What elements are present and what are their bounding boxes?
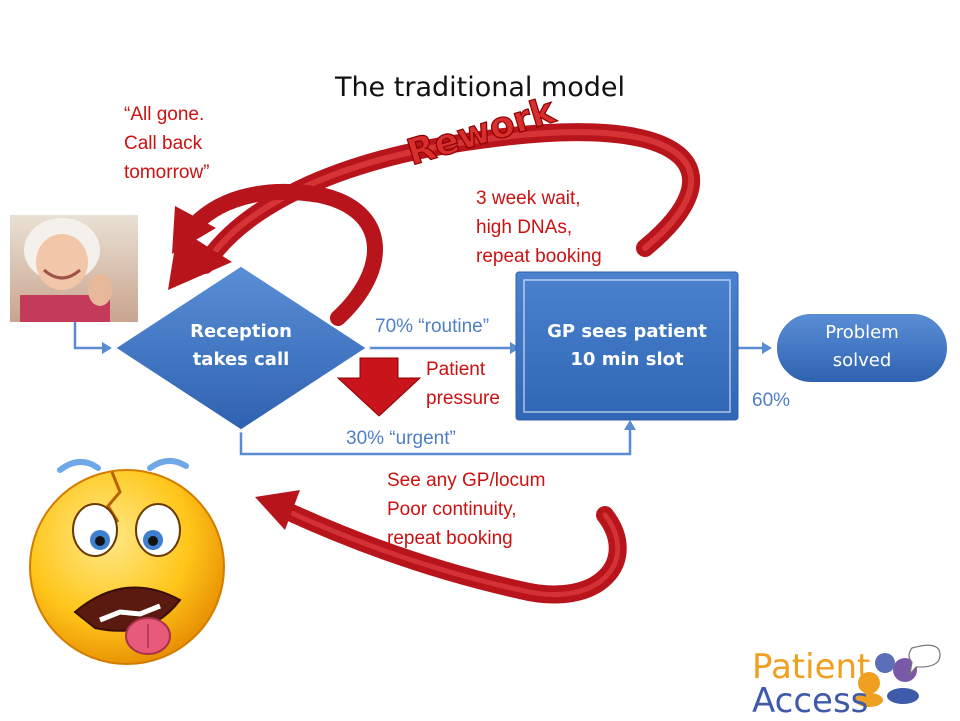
page-title: The traditional model [334, 72, 626, 103]
node-label-line: 10 min slot [570, 349, 684, 370]
reception-diamond [111, 263, 371, 433]
red-curved-arrows [168, 123, 701, 604]
reception-urgent-line [239, 425, 632, 456]
photo-to-reception-line [73, 318, 104, 350]
annotation-line: pressure [426, 388, 500, 409]
arrowhead-urgent-to-gp [624, 420, 636, 430]
gp-node-label: GP sees patient 10 min slot [516, 318, 738, 374]
solved-percentage-label: 60% [752, 390, 791, 411]
arrowhead-to-problem [762, 342, 772, 354]
rework-arrowhead-small [172, 206, 216, 254]
logo-line-patient: Patient [752, 647, 871, 687]
patient-pressure-arrow [336, 357, 422, 417]
problem-node-label: Problem solved [776, 319, 948, 375]
patient-access-logo: Patient Access [752, 650, 870, 718]
reception-node-label: Reception takes call [161, 318, 321, 374]
annotation-line: tomorrow” [124, 162, 210, 183]
annotation-line: 3 week wait, [476, 188, 581, 209]
connector-lines [73, 318, 764, 456]
elderly-woman-photo [10, 215, 138, 322]
gp-box [515, 271, 739, 421]
annotation-line: high DNAs, [476, 217, 573, 238]
all-gone-annotation: “All gone. Call back tomorrow” [124, 100, 210, 187]
patient-access-logo-icon [855, 644, 941, 707]
routine-flow-label: 70% “routine” [375, 316, 490, 337]
logo-line-access: Access [752, 681, 869, 721]
annotation-line: Call back [124, 133, 203, 154]
annotation-line: Poor continuity, [387, 499, 517, 520]
annotation-line: “All gone. [124, 104, 205, 125]
annotation-line: Patient [426, 359, 486, 380]
three-week-wait-annotation: 3 week wait, high DNAs, repeat booking [476, 184, 602, 271]
see-any-gp-annotation: See any GP/locum Poor continuity, repeat… [387, 466, 545, 553]
annotation-line: See any GP/locum [387, 470, 546, 491]
annotation-line: repeat booking [387, 528, 513, 549]
node-label-line: GP sees patient [547, 321, 707, 342]
distressed-face-icon [29, 458, 225, 665]
connector-arrowheads [102, 342, 772, 430]
rework-arrow-small [182, 183, 383, 326]
node-label-line: takes call [192, 349, 290, 370]
patient-pressure-annotation: Patient pressure [426, 355, 500, 413]
node-label-line: Reception [190, 321, 292, 342]
node-label-line: Problem [825, 322, 899, 343]
problem-solved-pill [775, 312, 949, 384]
urgent-flow-label: 30% “urgent” [346, 428, 456, 449]
annotation-line: repeat booking [476, 246, 602, 267]
arrowhead-to-gp [510, 342, 520, 354]
node-label-line: solved [832, 350, 892, 371]
continuity-arrowhead [255, 490, 300, 530]
arrowhead-to-reception [102, 342, 112, 354]
